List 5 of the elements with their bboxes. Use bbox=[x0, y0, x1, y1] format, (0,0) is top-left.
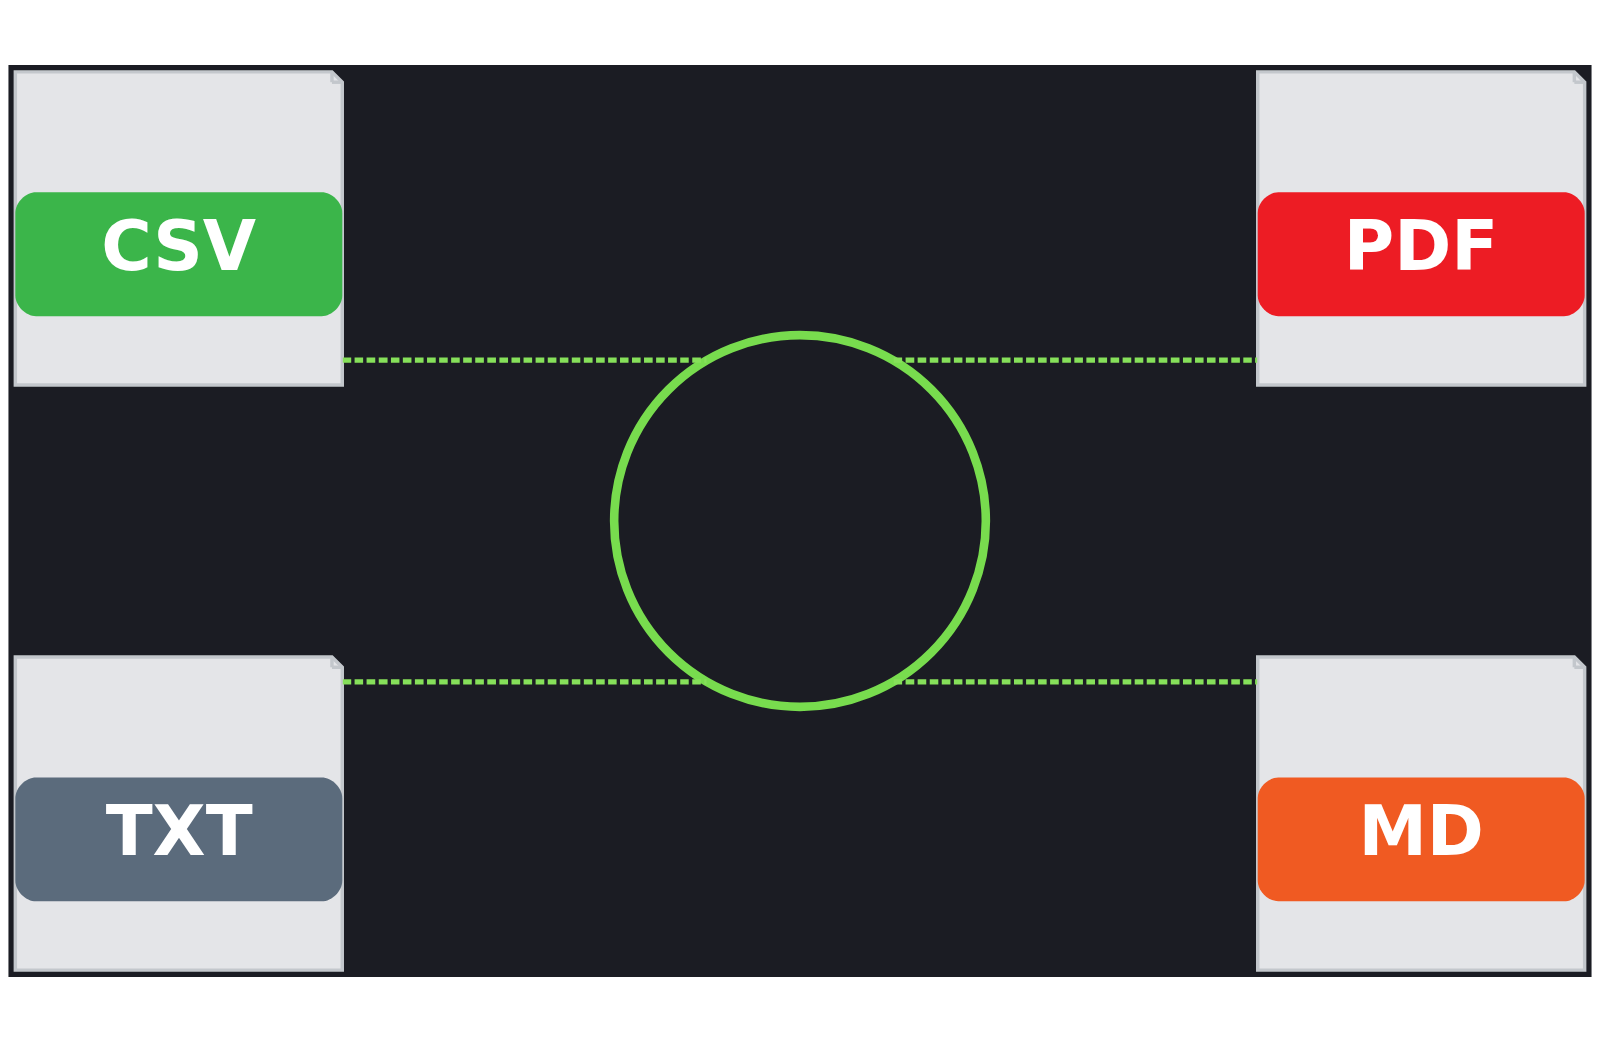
connector bbox=[342, 357, 707, 363]
node-circle bbox=[609, 330, 991, 711]
connector bbox=[893, 357, 1258, 363]
connector bbox=[893, 678, 1258, 684]
connector bbox=[342, 678, 707, 684]
